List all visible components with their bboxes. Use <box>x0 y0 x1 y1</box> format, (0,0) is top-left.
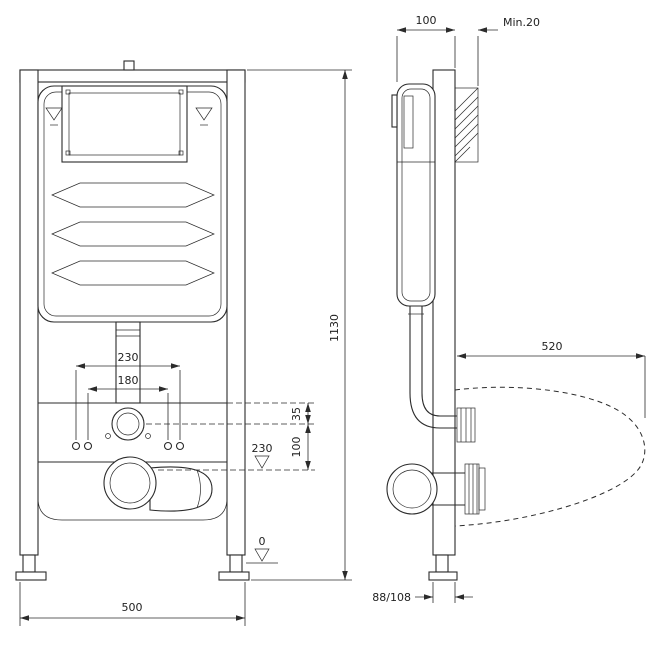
drain-elbow-side <box>386 463 486 515</box>
front-view: 230 180 35 100 230 0 <box>15 60 352 626</box>
dim-bolt-inner: 180 <box>87 374 169 440</box>
dim-offsets-right: 35 100 <box>146 402 315 471</box>
dim-depth: 100 <box>396 14 456 82</box>
dim-label-180: 180 <box>118 374 139 387</box>
level-label-0: 0 <box>259 535 266 548</box>
dim-bolt-outer: 230 <box>75 351 181 440</box>
fixing-bolts <box>71 441 185 451</box>
dim-label-35: 35 <box>290 407 303 421</box>
dim-outlet: 88/108 <box>372 582 473 604</box>
level-marker-230: 230 <box>252 442 273 469</box>
dim-label-100-front: 100 <box>290 437 303 458</box>
dim-label-230: 230 <box>118 351 139 364</box>
water-inlet <box>105 407 151 441</box>
level-label-230: 230 <box>252 442 273 455</box>
dim-label-min20: Min.20 <box>503 16 540 29</box>
cistern-side <box>391 83 436 307</box>
toilet-bowl-outline <box>454 386 646 527</box>
wall-hatch <box>454 87 479 163</box>
dim-bowl-depth: 520 <box>457 340 646 418</box>
level-marker-0: 0 <box>246 535 278 564</box>
flush-pipe-side <box>408 306 476 443</box>
dim-label-88-108: 88/108 <box>372 591 411 604</box>
water-level-icon <box>45 107 213 126</box>
dim-wall-min: Min.20 <box>477 16 540 86</box>
dim-label-100-side: 100 <box>416 14 437 27</box>
access-panel <box>61 85 188 163</box>
drain-outlet-front <box>103 456 213 512</box>
mounting-frame <box>15 60 250 581</box>
dim-label-520: 520 <box>542 340 563 353</box>
dim-height: 1130 <box>247 69 352 581</box>
dim-width: 500 <box>19 582 246 626</box>
side-view: 100 Min.20 520 88/108 <box>372 14 646 604</box>
dim-label-500: 500 <box>122 601 143 614</box>
dim-label-1130: 1130 <box>328 314 341 342</box>
frame-profile <box>428 69 458 581</box>
